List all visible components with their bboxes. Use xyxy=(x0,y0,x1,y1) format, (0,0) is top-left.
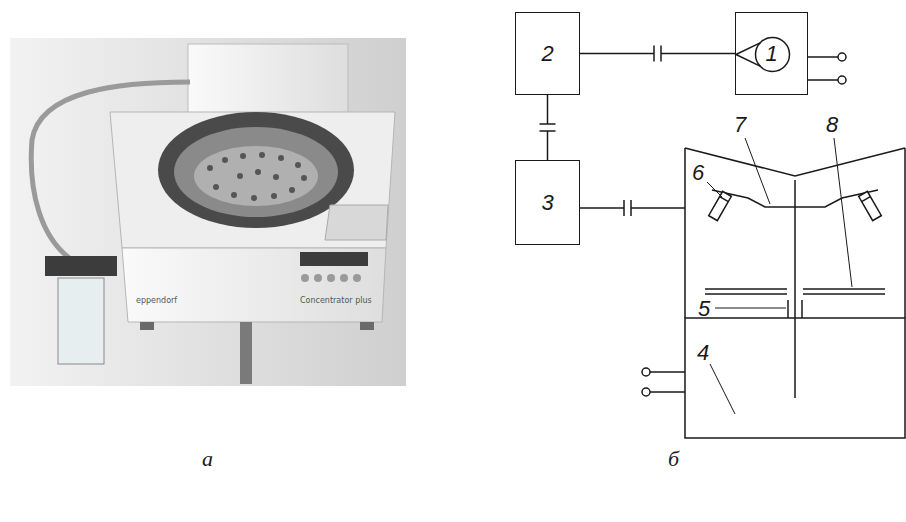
unit-number: 2 xyxy=(541,43,553,65)
panel-caption: б xyxy=(668,446,679,472)
leader-lines xyxy=(707,138,852,414)
coupling-symbol xyxy=(540,130,556,132)
callout-number: 8 xyxy=(826,114,838,136)
callout-number: 5 xyxy=(698,298,710,320)
callout-number: 6 xyxy=(692,162,704,184)
coupling-symbol xyxy=(660,46,662,62)
unit-number: 1 xyxy=(765,43,777,65)
shaft-connections xyxy=(540,46,736,161)
motor-box: 1 xyxy=(735,12,808,95)
scheme-drawing xyxy=(580,53,905,438)
callout-number: 7 xyxy=(734,114,746,136)
coupling-symbol xyxy=(540,123,556,125)
device-photo xyxy=(10,38,406,386)
shaft-link xyxy=(580,53,735,55)
shaft-link xyxy=(547,95,549,160)
coupling-symbol xyxy=(653,46,655,62)
panel-caption: а xyxy=(202,446,213,472)
brand-text: eppendorf xyxy=(136,296,177,305)
model-text: Concentrator plus xyxy=(300,296,372,305)
callout-number: 4 xyxy=(697,342,709,364)
unit-box: 2 xyxy=(515,12,580,95)
unit-number: 3 xyxy=(541,192,553,214)
unit-box: 3 xyxy=(515,160,580,245)
